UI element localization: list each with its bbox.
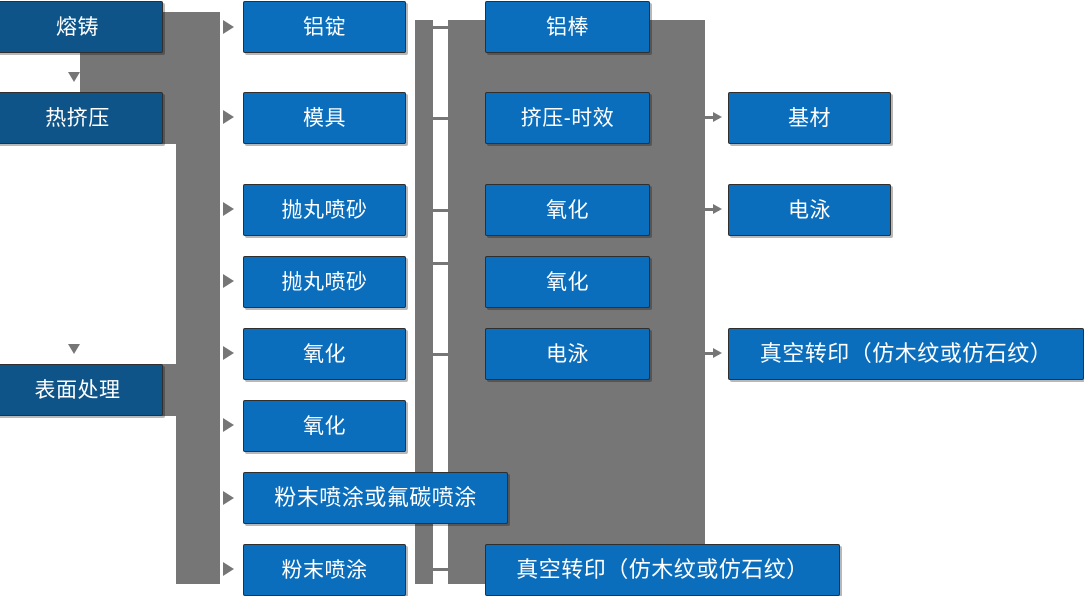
operation-label-electrophoresis: 电泳 bbox=[546, 342, 589, 366]
connector-tick-5 bbox=[432, 353, 449, 356]
process-label-powder-coating: 粉末喷涂 bbox=[281, 558, 368, 582]
stage-box-hot-extrude[interactable]: 热挤压 bbox=[0, 92, 163, 144]
output-box-electrophoresis[interactable]: 电泳 bbox=[728, 184, 891, 236]
process-box-aluminum-ingot[interactable]: 铝锭 bbox=[243, 1, 406, 53]
arrow-to-shotblast-2 bbox=[223, 274, 234, 288]
operation-label-vacuum-transfer: 真空转印（仿木纹或仿石纹） bbox=[516, 557, 809, 582]
operation-box-extrude-aging[interactable]: 挤压-时效 bbox=[485, 92, 650, 144]
process-box-shotblast-2[interactable]: 抛丸喷砂 bbox=[243, 256, 406, 308]
stage-label-surface-treatment: 表面处理 bbox=[34, 378, 121, 402]
process-box-powder-coating[interactable]: 粉末喷涂 bbox=[243, 544, 406, 596]
operation-label-aluminum-bar: 铝棒 bbox=[546, 15, 589, 39]
process-label-powder-or-pvdf: 粉末喷涂或氟碳喷涂 bbox=[274, 485, 477, 510]
arrow-to-electrophoresis bbox=[713, 204, 722, 214]
connector-tick-2 bbox=[432, 117, 449, 120]
arrow-to-aluminum-ingot bbox=[223, 20, 234, 34]
arrow-to-shotblast-1 bbox=[223, 202, 234, 216]
arrow-down-melt-to-extrude bbox=[68, 72, 80, 82]
connector-tick-1 bbox=[432, 26, 449, 29]
output-box-substrate[interactable]: 基材 bbox=[728, 92, 891, 144]
output-label-electrophoresis: 电泳 bbox=[788, 198, 831, 222]
process-label-oxidation-2: 氧化 bbox=[303, 414, 346, 438]
process-box-mold[interactable]: 模具 bbox=[243, 92, 406, 144]
operation-box-aluminum-bar[interactable]: 铝棒 bbox=[485, 1, 650, 53]
stage-label-hot-extrude: 热挤压 bbox=[45, 106, 110, 130]
arrow-to-oxidation-2 bbox=[223, 418, 234, 432]
process-box-powder-or-pvdf[interactable]: 粉末喷涂或氟碳喷涂 bbox=[243, 472, 508, 524]
operation-label-extrude-aging: 挤压-时效 bbox=[520, 106, 615, 130]
connector-bar-inputs bbox=[415, 20, 433, 584]
operation-label-oxidation-1: 氧化 bbox=[546, 198, 589, 222]
process-label-oxidation-1: 氧化 bbox=[303, 342, 346, 366]
output-box-vacuum-transfer[interactable]: 真空转印（仿木纹或仿石纹） bbox=[728, 328, 1084, 380]
operation-box-oxidation-1[interactable]: 氧化 bbox=[485, 184, 650, 236]
connector-stub-surface bbox=[163, 388, 185, 391]
stage-box-melt-cast[interactable]: 熔铸 bbox=[0, 1, 163, 53]
arrow-to-substrate bbox=[713, 112, 722, 122]
notch-b bbox=[0, 144, 176, 364]
output-label-vacuum-transfer: 真空转印（仿木纹或仿石纹） bbox=[759, 341, 1053, 366]
process-box-shotblast-1[interactable]: 抛丸喷砂 bbox=[243, 184, 406, 236]
process-box-oxidation-1[interactable]: 氧化 bbox=[243, 328, 406, 380]
arrow-to-powder-or-pvdf bbox=[223, 491, 234, 505]
operation-box-oxidation-2[interactable]: 氧化 bbox=[485, 256, 650, 308]
arrow-stem-electrophoresis bbox=[705, 208, 719, 211]
arrow-to-vacuum-transfer bbox=[713, 348, 722, 358]
notch-a bbox=[0, 52, 80, 92]
connector-tick-4 bbox=[432, 262, 449, 265]
output-label-substrate: 基材 bbox=[788, 106, 831, 130]
connector-tick-3 bbox=[432, 209, 449, 212]
connector-tick-6 bbox=[432, 568, 449, 571]
operation-box-electrophoresis[interactable]: 电泳 bbox=[485, 328, 650, 380]
process-label-shotblast-2: 抛丸喷砂 bbox=[281, 270, 368, 294]
arrow-down-extrude-to-surface bbox=[68, 344, 80, 354]
arrow-to-powder-coating bbox=[223, 562, 234, 576]
arrow-to-oxidation-1 bbox=[223, 346, 234, 360]
operation-box-vacuum-transfer[interactable]: 真空转印（仿木纹或仿石纹） bbox=[485, 544, 840, 596]
process-label-aluminum-ingot: 铝锭 bbox=[303, 15, 346, 39]
process-box-oxidation-2[interactable]: 氧化 bbox=[243, 400, 406, 452]
process-label-mold: 模具 bbox=[303, 106, 346, 130]
arrow-stem-substrate bbox=[705, 116, 719, 119]
stage-label-melt-cast: 熔铸 bbox=[56, 15, 99, 39]
notch-c bbox=[0, 416, 176, 584]
arrow-stem-vacuum-transfer bbox=[705, 352, 719, 355]
operation-label-oxidation-2: 氧化 bbox=[546, 270, 589, 294]
arrow-to-mold bbox=[223, 110, 234, 124]
stage-box-surface-treatment[interactable]: 表面处理 bbox=[0, 364, 163, 416]
process-label-shotblast-1: 抛丸喷砂 bbox=[281, 198, 368, 222]
